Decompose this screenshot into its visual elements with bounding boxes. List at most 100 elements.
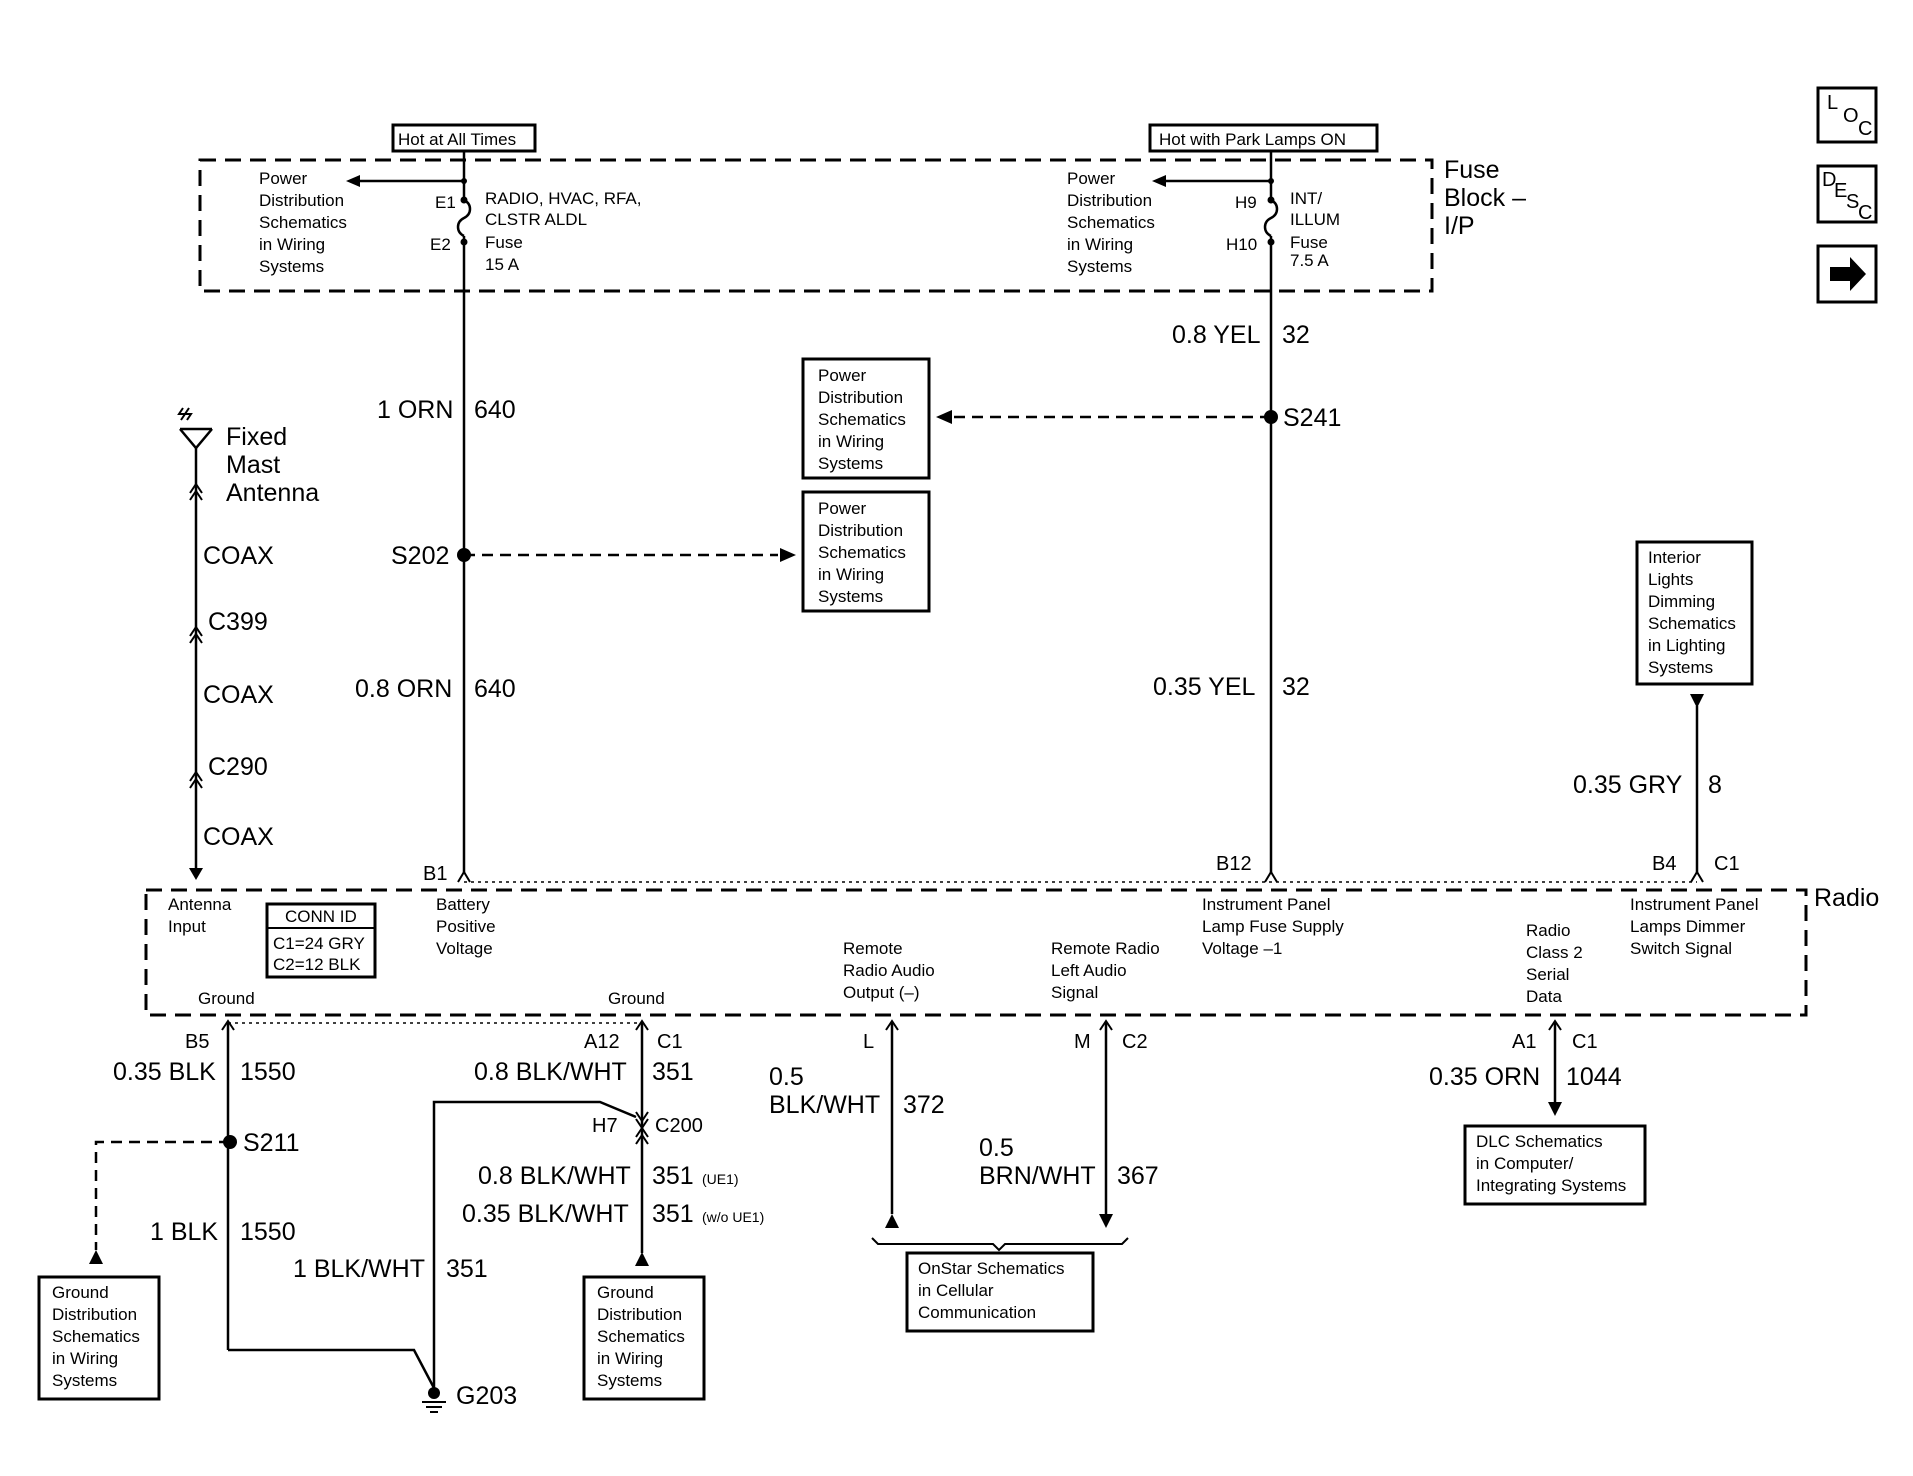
svg-text:Lights: Lights [1648, 570, 1693, 589]
svg-text:Schematics: Schematics [597, 1327, 685, 1346]
svg-text:Integrating Systems: Integrating Systems [1476, 1176, 1626, 1195]
wire-label-08-blkwht-ue1: 0.8 BLK/WHT [478, 1162, 631, 1190]
splice-s241-label: S241 [1283, 404, 1341, 432]
svg-text:in Computer/: in Computer/ [1476, 1154, 1574, 1173]
circuit-number-1550-lower: 1550 [240, 1218, 296, 1246]
power-distribution-reference-lower[interactable]: Power Distribution Schematics in Wiring … [801, 490, 931, 613]
svg-text:Schematics: Schematics [259, 213, 347, 232]
radio-fuse-element [456, 198, 472, 238]
svg-text:in Wiring: in Wiring [1067, 235, 1133, 254]
radio-class2-serial-label: Radio Class 2 Serial Data [1526, 921, 1583, 1006]
option-wo-ue1: (w/o UE1) [702, 1209, 764, 1225]
illum-fuse-label: INT/ ILLUM Fuse 7.5 A [1290, 189, 1340, 270]
circuit-number-351-g203: 351 [446, 1255, 488, 1283]
svg-text:Schematics: Schematics [818, 543, 906, 562]
pin-b12: B12 [1216, 853, 1252, 875]
ground-g203: G203 [456, 1382, 517, 1410]
svg-text:CLSTR ALDL: CLSTR ALDL [485, 210, 587, 229]
svg-text:in Cellular: in Cellular [918, 1281, 994, 1300]
radio-ground-label-2: Ground [608, 989, 665, 1008]
fuse-block-outline [198, 158, 1434, 293]
circuit-number-1044: 1044 [1566, 1063, 1622, 1091]
power-distribution-reference-upper[interactable]: Power Distribution Schematics in Wiring … [801, 357, 931, 480]
svg-text:Instrument Panel: Instrument Panel [1630, 895, 1759, 914]
svg-text:INT/: INT/ [1290, 189, 1322, 208]
ground-distribution-reference-left[interactable]: Ground Distribution Schematics in Wiring… [37, 1275, 161, 1401]
wire-label-035-blkwht: 0.35 BLK/WHT [462, 1200, 629, 1228]
svg-text:Hot with Park Lamps ON: Hot with Park Lamps ON [1159, 130, 1346, 149]
wire-label-05-brnwht-line1: 0.5 [979, 1134, 1014, 1162]
svg-text:C: C [1858, 118, 1872, 140]
pin-l: L [863, 1031, 874, 1053]
antenna-label: Fixed Mast Antenna [226, 423, 319, 507]
svg-text:E: E [1834, 180, 1847, 202]
svg-text:Hot at All Times: Hot at All Times [398, 130, 516, 149]
radio-ip-dimmer-label: Instrument Panel Lamps Dimmer Switch Sig… [1630, 895, 1759, 958]
svg-text:Distribution: Distribution [1067, 191, 1152, 210]
wire-label-08-yel: 0.8 YEL [1172, 321, 1261, 349]
circuit-number-32-upper: 32 [1282, 321, 1310, 349]
radio-fuse-label: RADIO, HVAC, RFA, CLSTR ALDL Fuse 15 A [485, 189, 642, 274]
connector-c1-a1: C1 [1572, 1031, 1598, 1053]
arrow-right-icon[interactable] [1816, 244, 1878, 304]
svg-text:Fuse: Fuse [1290, 233, 1328, 252]
fuse-block-right-reference: Power Distribution Schematics in Wiring … [1067, 169, 1155, 276]
wire-label-08-blkwht: 0.8 BLK/WHT [474, 1058, 627, 1086]
wire-label-035-orn: 0.35 ORN [1429, 1063, 1540, 1091]
wire-label-05-blkwht-line2: BLK/WHT [769, 1091, 880, 1119]
connector-c200: C200 [655, 1115, 703, 1137]
radio-remote-left-audio-label: Remote Radio Left Audio Signal [1051, 939, 1160, 1002]
svg-text:Schematics: Schematics [1067, 213, 1155, 232]
fuse-terminal-h9: H9 [1235, 193, 1257, 212]
connector-c2: C2 [1122, 1031, 1148, 1053]
dlc-reference[interactable]: DLC Schematics in Computer/ Integrating … [1463, 1124, 1647, 1206]
svg-text:Battery: Battery [436, 895, 490, 914]
interior-lights-dimming-reference[interactable]: Interior Lights Dimming Schematics in Li… [1635, 540, 1754, 686]
svg-text:Distribution: Distribution [818, 521, 903, 540]
wire-label-1-blkwht: 1 BLK/WHT [293, 1255, 425, 1283]
svg-text:Voltage –1: Voltage –1 [1202, 939, 1282, 958]
ground-distribution-reference-mid[interactable]: Ground Distribution Schematics in Wiring… [582, 1275, 706, 1401]
svg-text:RADIO, HVAC, RFA,: RADIO, HVAC, RFA, [485, 189, 642, 208]
svg-text:Fuse: Fuse [485, 233, 523, 252]
svg-text:in Wiring: in Wiring [52, 1349, 118, 1368]
svg-text:L: L [1827, 92, 1838, 114]
svg-text:Communication: Communication [918, 1303, 1036, 1322]
radio-battery-label: Battery Positive Voltage [436, 895, 496, 958]
svg-text:Antenna: Antenna [226, 479, 319, 507]
s211-reference-dashed [94, 1140, 230, 1250]
circuit-number-640-upper: 640 [474, 396, 516, 424]
svg-text:S: S [1846, 191, 1859, 213]
onstar-brace [871, 1237, 1129, 1252]
svg-text:Distribution: Distribution [52, 1305, 137, 1324]
wire-label-035-blk: 0.35 BLK [113, 1058, 216, 1086]
pin-a12: A12 [584, 1031, 620, 1053]
wire-label-1-orn: 1 ORN [377, 396, 453, 424]
svg-text:Radio: Radio [1526, 921, 1570, 940]
fuse-terminal-h10: H10 [1226, 235, 1257, 254]
svg-text:in Wiring: in Wiring [818, 432, 884, 451]
pin-m: M [1074, 1031, 1091, 1053]
circuit-number-351-ue1: 351 [652, 1162, 694, 1190]
circuit-351-to-g203 [432, 1100, 637, 1388]
desc-icon[interactable]: D E S C [1816, 164, 1878, 224]
svg-text:Serial: Serial [1526, 965, 1569, 984]
loc-icon[interactable]: L O C [1816, 86, 1878, 144]
svg-text:Power: Power [1067, 169, 1116, 188]
svg-text:in Lighting: in Lighting [1648, 636, 1726, 655]
svg-text:I/P: I/P [1444, 212, 1475, 240]
coax-label-2: COAX [203, 681, 274, 709]
svg-text:Power: Power [818, 499, 867, 518]
svg-text:Schematics: Schematics [1648, 614, 1736, 633]
svg-text:Power: Power [818, 366, 867, 385]
onstar-reference[interactable]: OnStar Schematics in Cellular Communicat… [905, 1251, 1095, 1333]
svg-text:Antenna: Antenna [168, 895, 232, 914]
svg-text:Output (–): Output (–) [843, 983, 920, 1002]
circuit-number-367: 367 [1117, 1162, 1159, 1190]
svg-text:Signal: Signal [1051, 983, 1098, 1002]
conn-id-box: CONN ID C1=24 GRY C2=12 BLK [265, 902, 377, 979]
svg-text:in Wiring: in Wiring [818, 565, 884, 584]
svg-text:Interior: Interior [1648, 548, 1701, 567]
svg-text:Input: Input [168, 917, 206, 936]
